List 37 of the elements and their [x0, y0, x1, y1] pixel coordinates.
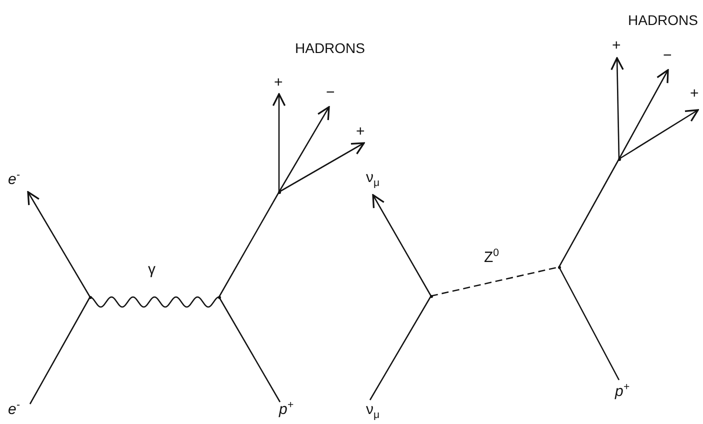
particle-label: e$^{-}$	[8, 402, 20, 418]
arrow	[278, 106, 330, 192]
vertex-dot	[89, 296, 92, 299]
particle-label: +	[356, 124, 365, 140]
wavy-line	[90, 296, 220, 308]
vertex-dot	[218, 296, 221, 299]
arrow	[272, 93, 286, 192]
vertex-dot	[618, 158, 621, 161]
arrow	[618, 69, 669, 160]
arrow	[372, 194, 432, 296]
particle-label: −	[663, 48, 672, 64]
particle-label: +	[274, 75, 283, 91]
particle-label: +	[612, 38, 621, 54]
arrow	[27, 191, 91, 298]
text-label: HADRONS	[295, 40, 366, 56]
particle-label: p$^{+}$	[615, 384, 630, 400]
vertex-dot	[430, 295, 433, 298]
particle-line	[218, 296, 281, 402]
edge-label: γ	[148, 262, 156, 278]
text-label: HADRONS	[628, 12, 698, 28]
particle-label: p$^{+}$	[279, 402, 294, 418]
particle-line	[218, 192, 280, 298]
particle-line	[558, 266, 620, 380]
particle-line	[29, 296, 91, 404]
arrow	[610, 57, 624, 160]
particle-label: e$^{-}$	[8, 172, 20, 188]
particle-label: ν$_{μ}$	[366, 170, 380, 186]
arrow	[278, 142, 365, 193]
particle-line	[558, 158, 620, 268]
particle-label: +	[690, 86, 699, 102]
particle-line	[369, 296, 432, 400]
vertex-dot	[278, 191, 281, 194]
vertex-dot	[558, 266, 561, 269]
arrow	[618, 109, 699, 160]
particle-label: −	[326, 85, 335, 101]
particle-label: ν$_{μ}$	[366, 402, 380, 418]
edge-label: Z$^{0}$	[484, 250, 500, 266]
